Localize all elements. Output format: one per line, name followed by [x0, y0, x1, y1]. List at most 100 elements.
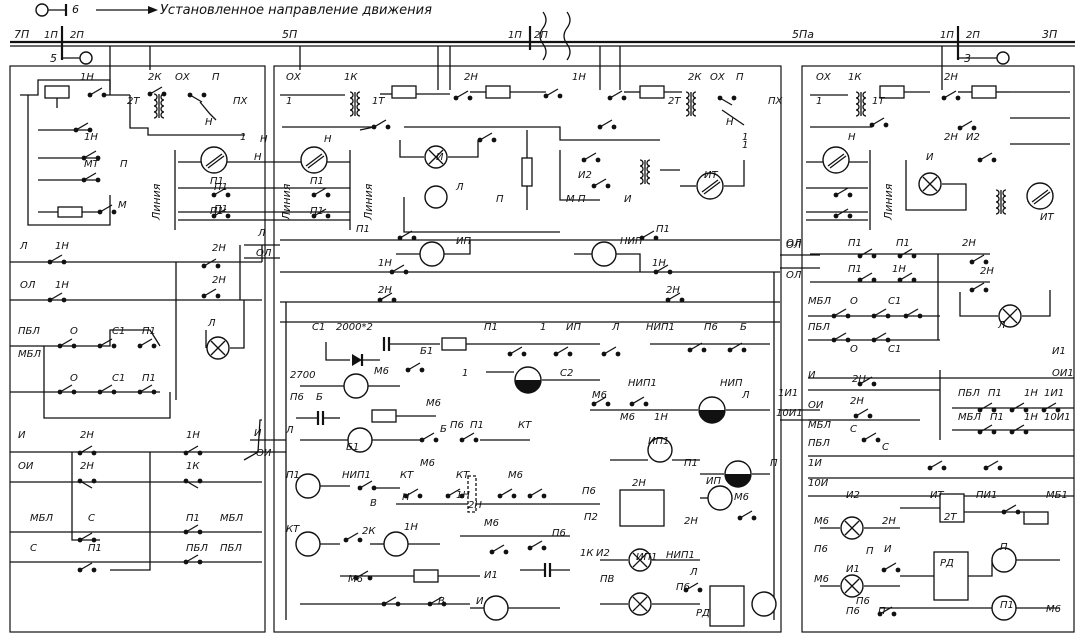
relay-contact-icon — [75, 122, 89, 131]
component-label: М6 — [374, 366, 389, 377]
line-label: Линия — [882, 183, 895, 221]
junction-dot — [61, 259, 67, 265]
component-label: 2Н — [632, 478, 646, 489]
junction-dot — [385, 124, 391, 130]
junction-dot — [557, 93, 563, 99]
junction-dot — [679, 297, 685, 303]
meter-needle-icon — [205, 153, 223, 167]
relay-contact-icon — [729, 342, 743, 351]
component-label: 1Т — [372, 96, 385, 107]
component-label: КТ — [456, 470, 470, 481]
junction-dot — [433, 437, 439, 443]
transformer-coil-icon — [692, 91, 697, 99]
junction-dot — [697, 587, 703, 593]
meter-needle-icon — [701, 179, 719, 193]
junction-dot — [61, 297, 67, 303]
resistor-icon — [971, 85, 997, 99]
relay-contact-icon — [603, 346, 617, 355]
wire — [404, 126, 660, 141]
component-label: НИП1 — [628, 378, 657, 389]
transformer-coil-icon — [855, 97, 860, 105]
component-label: Л — [207, 318, 216, 329]
relay-contact-icon — [545, 88, 559, 97]
component-label: 2Н — [852, 374, 866, 385]
component-label: В — [438, 596, 445, 607]
component-label: 1 — [462, 368, 468, 379]
junction-dot — [151, 389, 157, 395]
relay-contact-icon — [399, 230, 413, 239]
relay-contact-icon — [833, 332, 847, 341]
relay-contact-icon — [447, 488, 461, 497]
junction-dot — [395, 601, 401, 607]
component-label: И — [926, 152, 934, 163]
component-label: 2Т — [127, 96, 140, 107]
relay-contact-icon — [883, 562, 897, 571]
component-label: М6 — [620, 412, 635, 423]
junction-dot — [87, 127, 93, 133]
component-label: 2Н — [850, 396, 864, 407]
component-label: П1 — [142, 373, 156, 384]
transformer-coil-icon — [639, 171, 644, 179]
resistor-icon — [57, 206, 83, 218]
component-label: П6 — [814, 544, 828, 555]
junction-dot — [225, 192, 231, 198]
relay-contact-icon — [979, 402, 993, 411]
junction-dot — [215, 263, 221, 269]
right-panel-frame — [801, 65, 1075, 633]
component-label: ИП — [706, 476, 721, 487]
component-label: ОИ — [256, 448, 272, 459]
transformer-coil-icon — [356, 97, 361, 105]
junction-dot — [983, 259, 989, 265]
component-label: 2Н — [464, 72, 478, 83]
signal-3-lamp-icon — [996, 51, 1010, 65]
relay-contact-icon — [859, 248, 873, 257]
component-label: С — [30, 543, 37, 554]
component-label: ОЛ — [786, 270, 802, 281]
component-label: М6 — [814, 516, 829, 527]
resistor-icon — [485, 85, 511, 99]
junction-dot — [467, 95, 473, 101]
relay-contact-icon — [79, 532, 93, 541]
junction-dot — [357, 537, 363, 543]
kt-lamp-icon — [647, 437, 673, 463]
transformer-coil-icon — [1002, 195, 1007, 203]
component-label: Н — [848, 132, 856, 143]
transformer-coil-icon — [685, 103, 690, 111]
components — [44, 85, 1061, 627]
transformer-coil-icon — [1002, 201, 1007, 209]
meter-needle-icon — [703, 181, 721, 195]
relay-contact-icon — [499, 488, 513, 497]
relay-contact-icon — [859, 376, 873, 385]
component-label: С — [882, 442, 889, 453]
junction-dot — [511, 493, 517, 499]
transformer-coil-icon — [639, 177, 644, 185]
component-label: Б — [440, 424, 447, 435]
component-label: 1Н — [1024, 412, 1038, 423]
component-label: 2Н — [212, 275, 226, 286]
component-label: 2Н — [944, 72, 958, 83]
component-label: 1Т — [872, 96, 885, 107]
component-label: И — [476, 596, 484, 607]
relay-contact-icon — [313, 187, 327, 196]
indicator-lamp-icon — [383, 531, 409, 557]
relay-contact-icon — [185, 445, 199, 454]
component-label: КТ — [286, 524, 300, 535]
relay-contact-icon — [873, 332, 887, 341]
wire — [20, 79, 111, 96]
relay-contact-icon — [391, 264, 405, 273]
transformer-coil-icon — [646, 177, 651, 185]
component-label: ПБЛ — [808, 322, 830, 333]
lamp-cross-icon — [844, 520, 860, 536]
track-lamp-icon — [424, 185, 448, 209]
component-label: Б1 — [346, 442, 359, 453]
component-label: ИП — [456, 236, 471, 247]
component-label: 1 — [742, 140, 748, 151]
component-label: КТ — [400, 470, 414, 481]
component-label: 1Н — [80, 72, 94, 83]
transformer-coil-icon — [160, 111, 165, 119]
wire — [243, 419, 262, 461]
component-label: МБ1 — [1046, 490, 1068, 501]
resistor-icon — [44, 85, 70, 99]
component-label: 1Н — [456, 490, 470, 501]
junction-dot — [611, 124, 617, 130]
